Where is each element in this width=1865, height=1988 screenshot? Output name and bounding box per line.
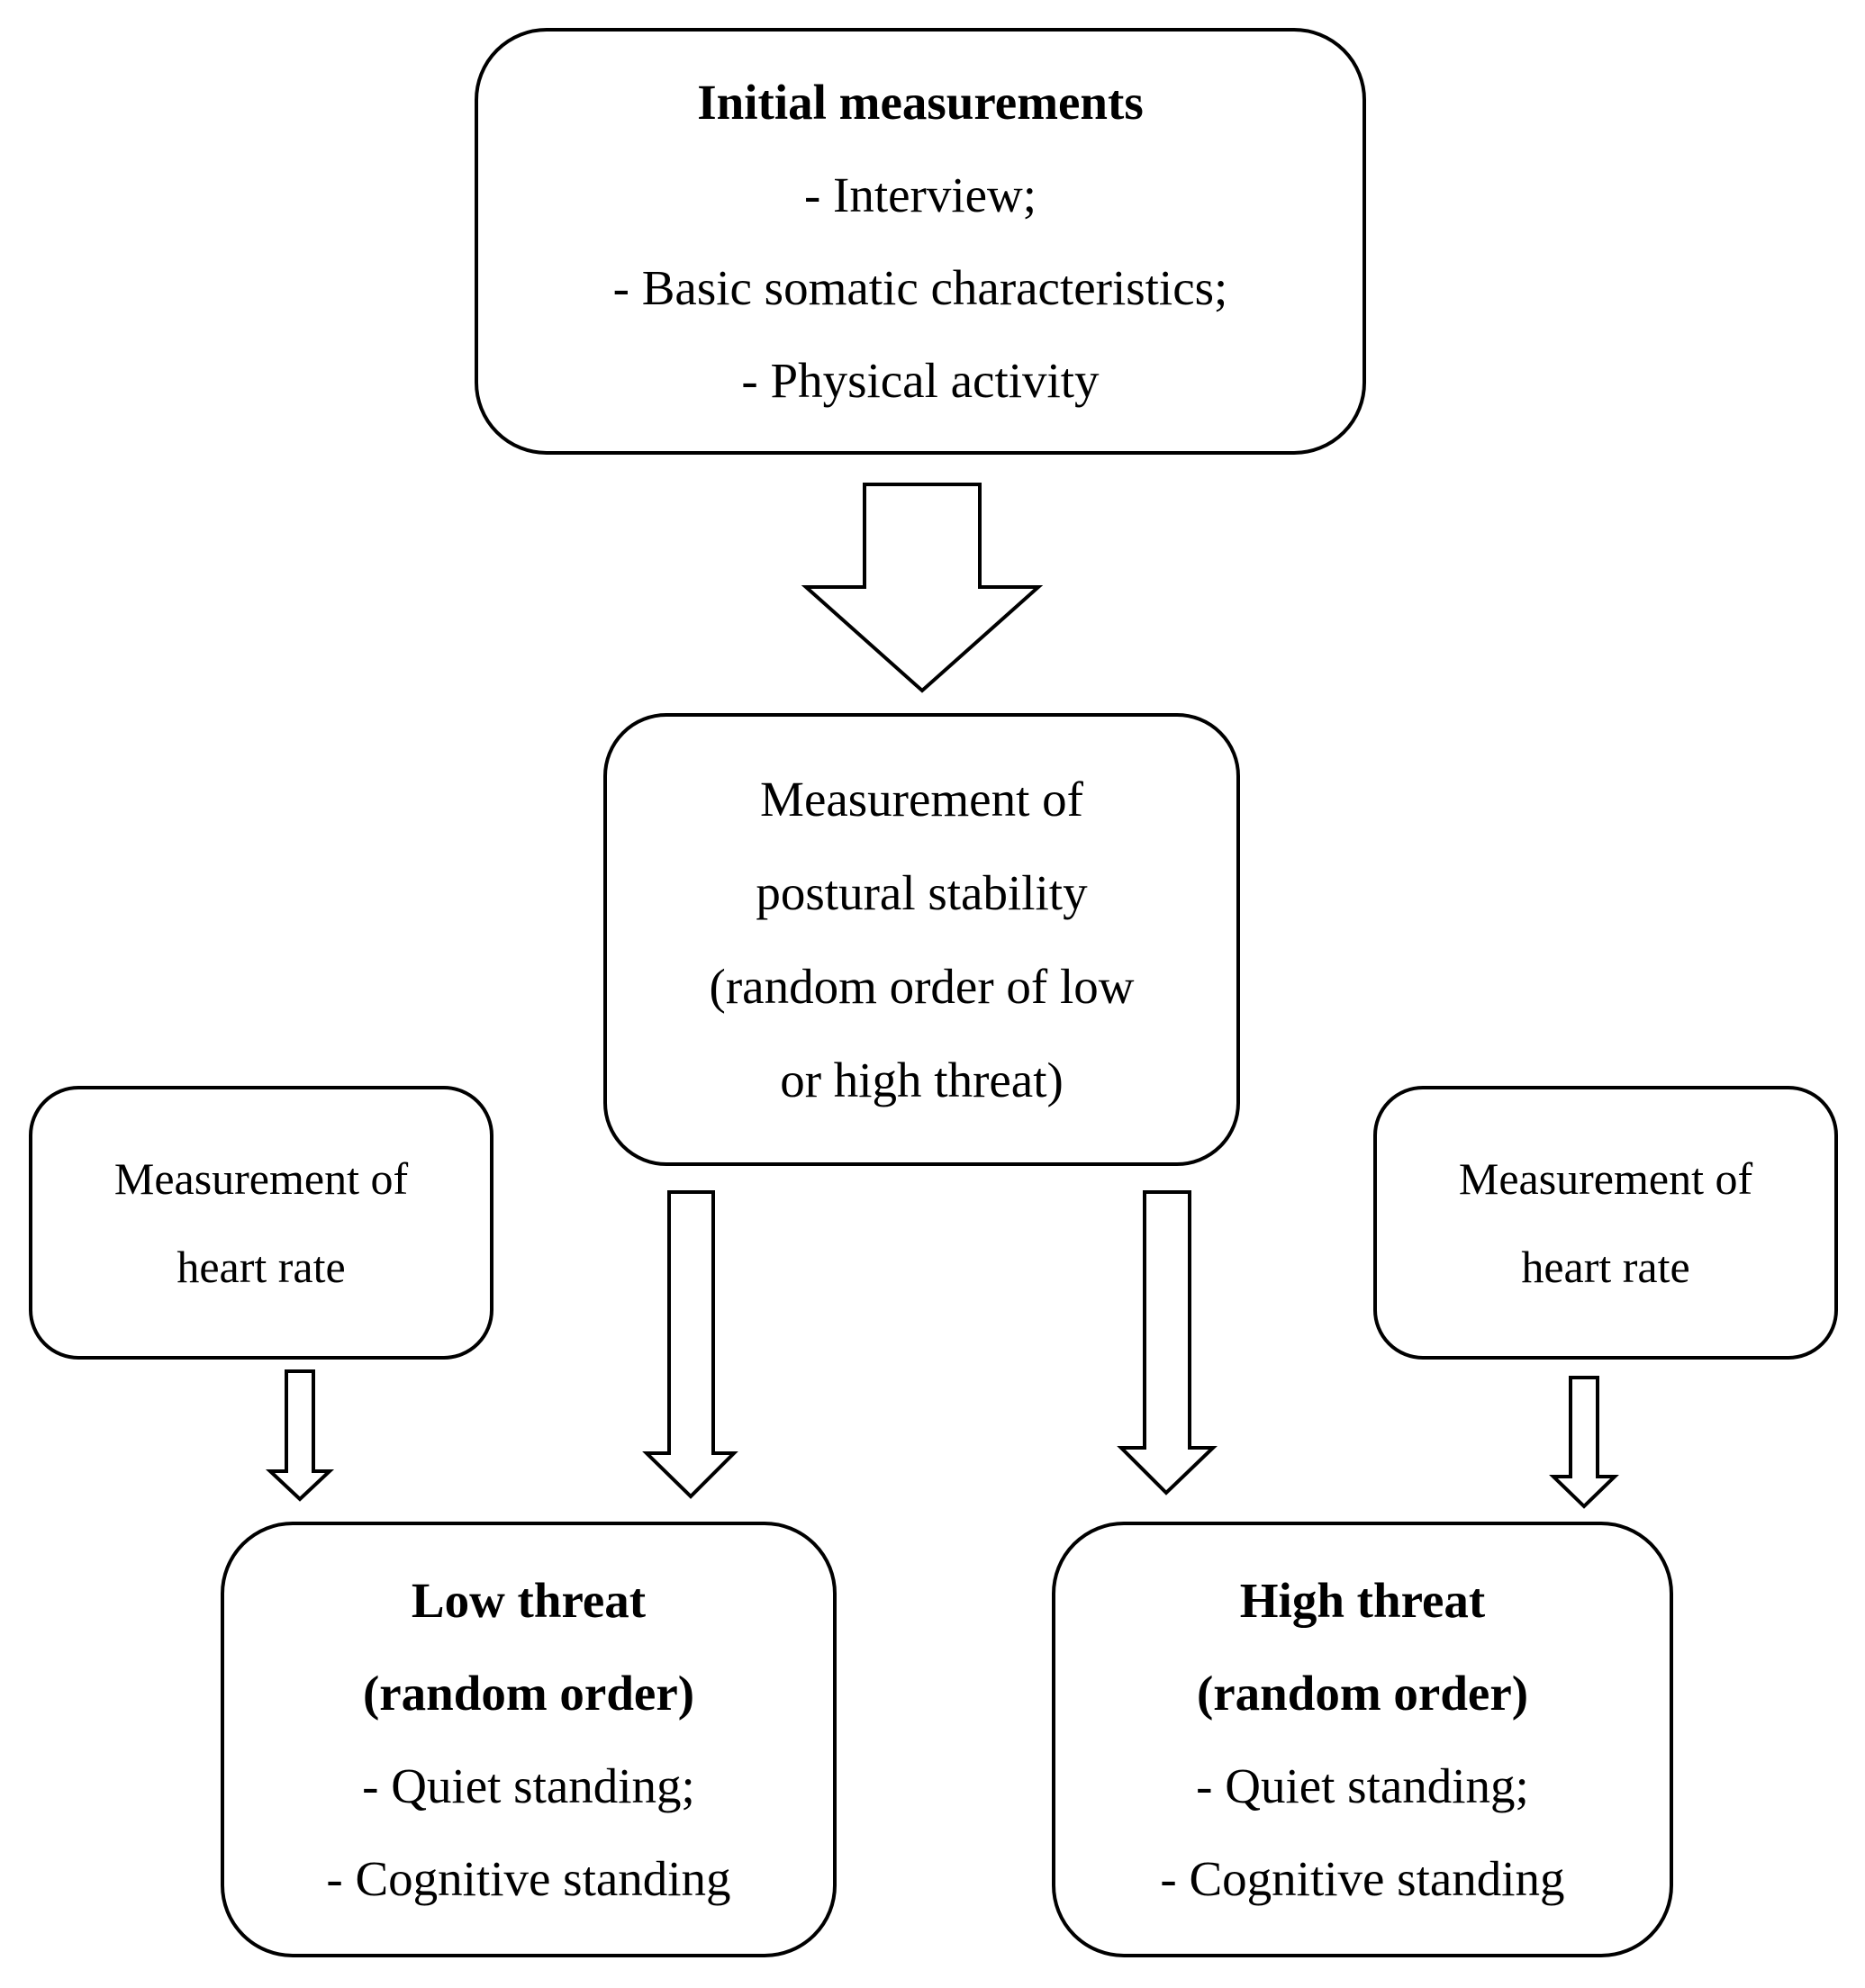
postural-stability-box: Measurement of postural stability (rando…	[603, 713, 1240, 1166]
heart-rate-right-box: Measurement of heart rate	[1373, 1086, 1838, 1360]
initial-measurements-box: Initial measurements - Interview; - Basi…	[475, 28, 1366, 455]
low-threat-item-quiet: - Quiet standing;	[362, 1758, 695, 1813]
heart-rate-right-line: heart rate	[1521, 1242, 1690, 1292]
arrow-heart-rate-left-to-low	[265, 1369, 335, 1502]
heart-rate-right-line: Measurement of	[1458, 1153, 1753, 1204]
low-threat-subtitle: (random order)	[362, 1666, 695, 1721]
low-threat-item-cognitive: - Cognitive standing	[326, 1851, 731, 1906]
heart-rate-left-line: heart rate	[177, 1242, 346, 1292]
high-threat-subtitle: (random order)	[1196, 1666, 1529, 1721]
high-threat-title: High threat	[1239, 1573, 1486, 1628]
arrow-postural-to-low	[642, 1190, 738, 1499]
low-threat-title: Low threat	[411, 1573, 647, 1628]
postural-line: or high threat)	[780, 1052, 1064, 1107]
initial-item-physical-activity: - Physical activity	[741, 353, 1100, 408]
postural-line: Measurement of	[760, 771, 1083, 827]
initial-item-somatic: - Basic somatic characteristics;	[612, 260, 1228, 315]
low-threat-box: Low threat (random order) - Quiet standi…	[221, 1522, 837, 1957]
arrow-initial-to-postural	[801, 483, 1044, 693]
arrow-postural-to-high	[1117, 1190, 1218, 1496]
high-threat-box: High threat (random order) - Quiet stand…	[1052, 1522, 1673, 1957]
arrow-heart-rate-right-to-high	[1549, 1376, 1619, 1509]
initial-measurements-title: Initial measurements	[697, 75, 1144, 130]
heart-rate-left-box: Measurement of heart rate	[29, 1086, 493, 1360]
heart-rate-left-line: Measurement of	[113, 1153, 409, 1204]
postural-line: postural stability	[756, 864, 1088, 920]
initial-item-interview: - Interview;	[803, 167, 1037, 222]
high-threat-item-cognitive: - Cognitive standing	[1160, 1851, 1565, 1906]
postural-line: (random order of low	[709, 958, 1135, 1014]
high-threat-item-quiet: - Quiet standing;	[1196, 1758, 1529, 1813]
